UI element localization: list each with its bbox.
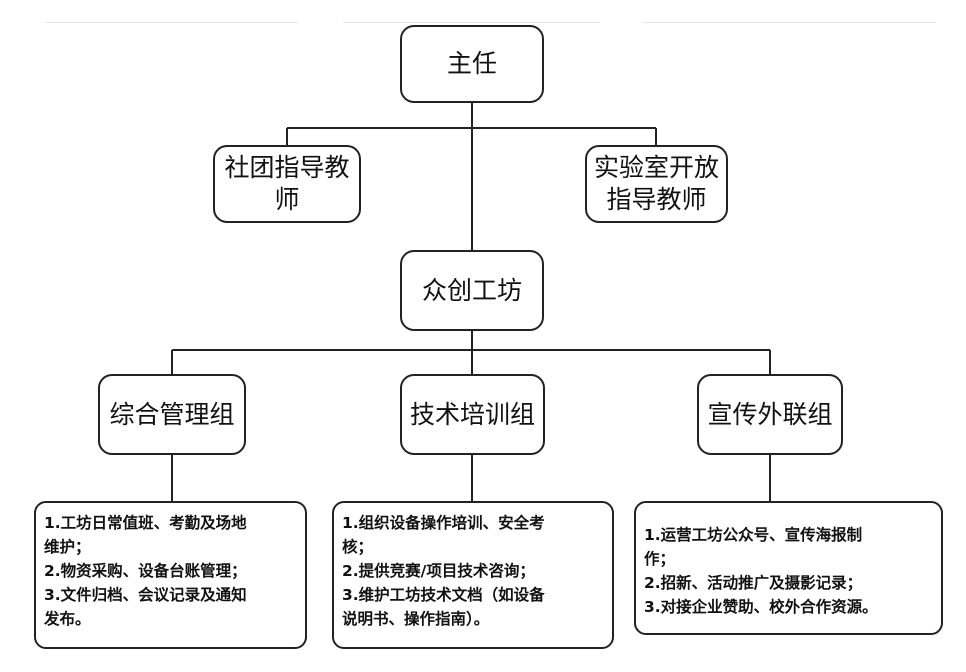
node-group-training: 技术培训组 [400, 374, 545, 455]
node-group-training-label: 技术培训组 [409, 399, 535, 429]
duties-box-publicity: 1.运营工坊公众号、宣传海报制 作； 2.招新、活动推广及摄影记录； 3.对接企… [634, 501, 943, 635]
duties-box-training: 1.组织设备操作培训、安全考 核； 2.提供竞赛/项目技术咨询； 3.维护工坊技… [332, 501, 614, 649]
duty-line: 2.招新、活动推广及摄影记录； [644, 574, 863, 592]
duty-line: 发布。 [44, 610, 91, 628]
duty-line: 1.组织设备操作培训、安全考 [342, 514, 545, 532]
duty-line: 核； [342, 538, 374, 556]
node-director-label: 主任 [446, 49, 497, 78]
duty-line: 1.工坊日常值班、考勤及场地 [44, 514, 247, 532]
top-divider-left [45, 22, 298, 23]
node-group-publicity: 宣传外联组 [697, 374, 843, 455]
node-advisor-club-label: 社团指导教 师 [224, 153, 350, 214]
duties-box-admin: 1.工坊日常值班、考勤及场地 维护； 2.物资采购、设备台账管理； 3.文件归档… [34, 501, 307, 649]
node-workshop-label: 众创工坊 [421, 275, 522, 305]
node-advisor-lab-label: 实验室开放 指导教师 [593, 153, 719, 214]
duty-line: 3.对接企业赞助、校外合作资源。 [644, 598, 878, 616]
node-group-admin: 综合管理组 [98, 374, 246, 455]
node-group-publicity-label: 宣传外联组 [707, 399, 833, 429]
node-advisor-lab: 实验室开放 指导教师 [585, 145, 728, 223]
node-workshop: 众创工坊 [400, 250, 544, 331]
top-divider-right [643, 22, 936, 23]
duty-line: 1.运营工坊公众号、宣传海报制 [644, 526, 863, 544]
duty-line: 3.维护工坊技术文档（如设备 [342, 586, 545, 604]
duty-line: 作； [644, 550, 676, 568]
node-group-admin-label: 综合管理组 [109, 399, 235, 429]
node-director: 主任 [400, 25, 544, 103]
duty-line: 3.文件归档、会议记录及通知 [44, 586, 247, 604]
duty-line: 2.提供竞赛/项目技术咨询； [342, 562, 535, 580]
duty-line: 2.物资采购、设备台账管理； [44, 562, 247, 580]
top-divider-middle [343, 22, 600, 23]
node-advisor-club: 社团指导教 师 [213, 145, 361, 223]
duty-line: 维护； [44, 538, 91, 556]
duty-line: 说明书、操作指南）。 [342, 610, 490, 628]
